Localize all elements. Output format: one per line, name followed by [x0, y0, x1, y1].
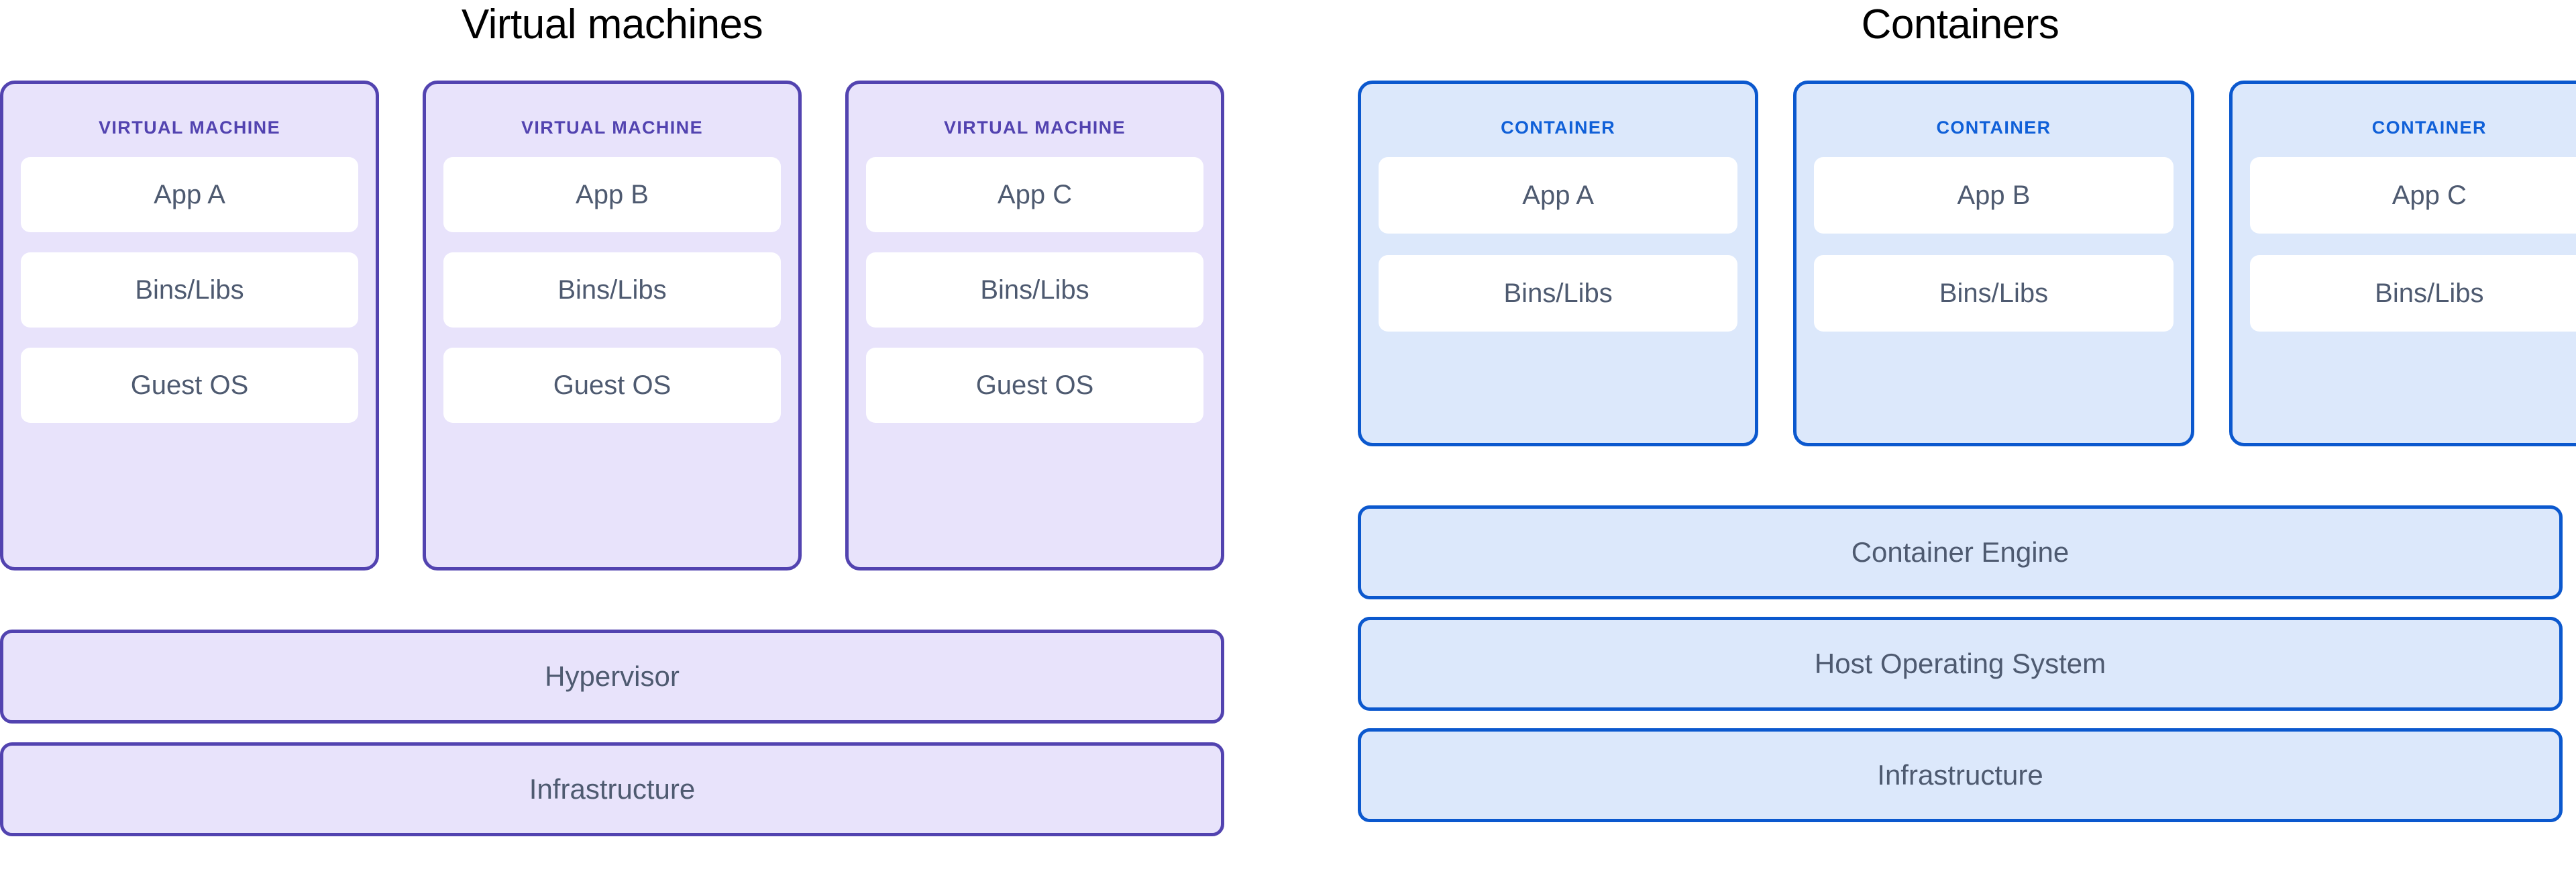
vm-layer-app-1: App A	[21, 157, 358, 232]
vm-layer-binslibs-2: Bins/Libs	[443, 252, 781, 328]
container-layer-app-2: App B	[1814, 157, 2174, 234]
container-card-2: CONTAINER App B Bins/Libs	[1793, 81, 2194, 446]
vm-layer-guestos-1: Guest OS	[21, 348, 358, 423]
panel-title-containers: Containers	[1861, 1, 2059, 48]
stack-bar-infrastructure-vm: Infrastructure	[0, 742, 1224, 836]
vm-layer-app-2: App B	[443, 157, 781, 232]
stack-bar-host-operating-system: Host Operating System	[1358, 617, 2563, 711]
vm-card-row: VIRTUAL MACHINE App A Bins/Libs Guest OS…	[0, 81, 1224, 570]
container-card-3: CONTAINER App C Bins/Libs	[2229, 81, 2576, 446]
panel-title-virtual-machines: Virtual machines	[461, 1, 763, 48]
vm-layer-binslibs-3: Bins/Libs	[866, 252, 1203, 328]
container-stack-bars: Container Engine Host Operating System I…	[1358, 505, 2576, 822]
virtual-machine-label-1: VIRTUAL MACHINE	[98, 117, 280, 138]
panel-containers: Containers CONTAINER App A Bins/Libs CON…	[1358, 0, 2576, 822]
container-layer-app-3: App C	[2249, 157, 2576, 234]
vm-layer-guestos-2: Guest OS	[443, 348, 781, 423]
container-label-2: CONTAINER	[1936, 117, 2051, 138]
container-label-3: CONTAINER	[2371, 117, 2487, 138]
vm-layer-binslibs-1: Bins/Libs	[21, 252, 358, 328]
vm-layer-app-3: App C	[866, 157, 1203, 232]
container-layer-app-1: App A	[1379, 157, 1738, 234]
container-layer-binslibs-3: Bins/Libs	[2249, 255, 2576, 332]
virtual-machine-card-3: VIRTUAL MACHINE App C Bins/Libs Guest OS	[845, 81, 1224, 570]
container-card-row: CONTAINER App A Bins/Libs CONTAINER App …	[1358, 81, 2576, 446]
virtual-machine-label-3: VIRTUAL MACHINE	[943, 117, 1126, 138]
panel-virtual-machines: Virtual machines VIRTUAL MACHINE App A B…	[0, 0, 1224, 836]
virtual-machine-label-2: VIRTUAL MACHINE	[521, 117, 703, 138]
virtual-machine-card-1: VIRTUAL MACHINE App A Bins/Libs Guest OS	[0, 81, 379, 570]
stack-bar-hypervisor: Hypervisor	[0, 630, 1224, 724]
stack-bar-infrastructure-container: Infrastructure	[1358, 728, 2563, 822]
container-layer-binslibs-2: Bins/Libs	[1814, 255, 2174, 332]
vm-stack-bars: Hypervisor Infrastructure	[0, 630, 1224, 836]
container-label-1: CONTAINER	[1501, 117, 1616, 138]
vm-layer-guestos-3: Guest OS	[866, 348, 1203, 423]
container-card-1: CONTAINER App A Bins/Libs	[1358, 81, 1759, 446]
virtual-machine-card-2: VIRTUAL MACHINE App B Bins/Libs Guest OS	[423, 81, 802, 570]
container-layer-binslibs-1: Bins/Libs	[1379, 255, 1738, 332]
stack-bar-container-engine: Container Engine	[1358, 505, 2563, 599]
